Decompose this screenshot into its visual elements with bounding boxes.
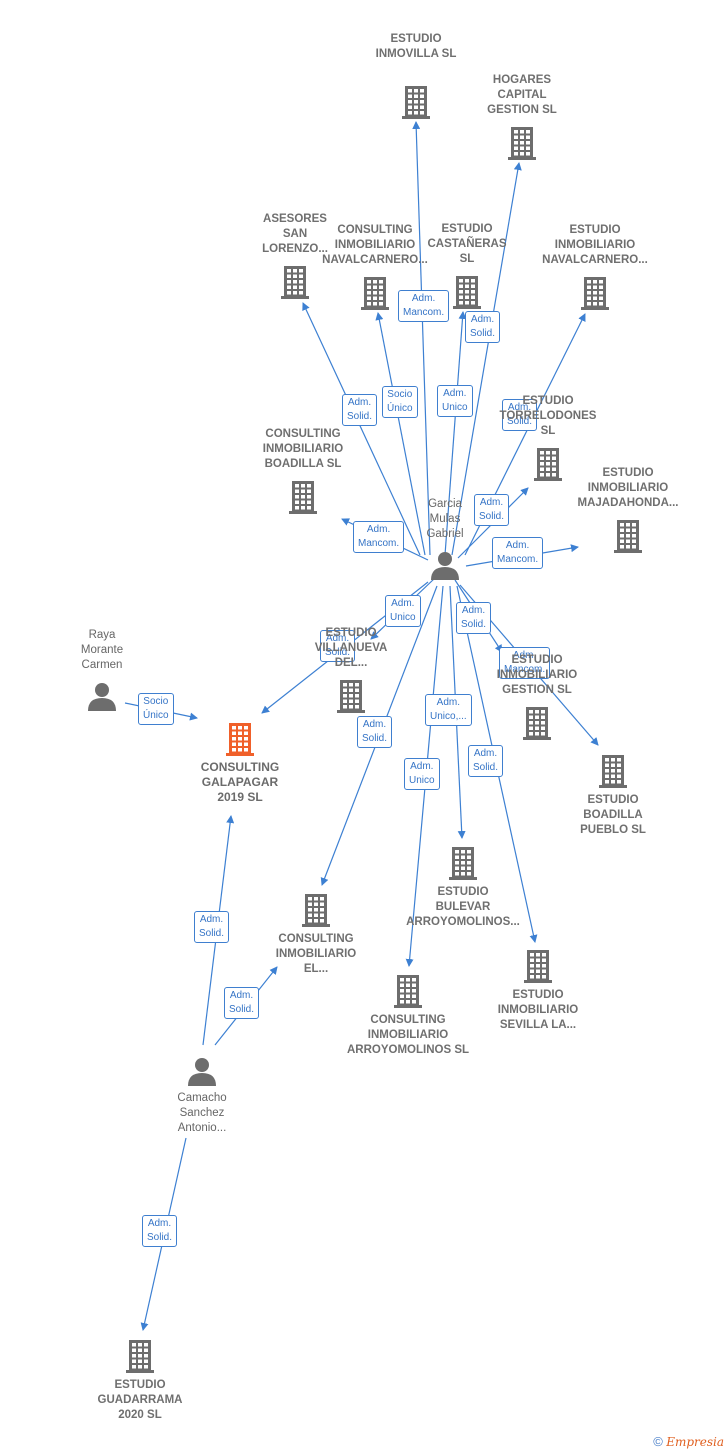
company-node-asesores-san-lorenzo[interactable] xyxy=(280,264,310,305)
person-icon xyxy=(88,683,116,711)
building-icon xyxy=(281,266,309,299)
footer-brand: © Empresia xyxy=(653,1434,724,1449)
relation-tag[interactable]: Adm. Mancom. xyxy=(492,537,544,569)
company-label[interactable]: CONSULTING INMOBILIARIO BOADILLA SL xyxy=(262,428,344,470)
building-icon xyxy=(394,975,422,1008)
company-label[interactable]: ESTUDIO INMOBILIARIO SEVILLA LA... xyxy=(497,989,579,1031)
building-icon xyxy=(226,723,254,756)
company-label[interactable]: CONSULTING INMOBILIARIO EL... xyxy=(275,933,357,975)
brand-name: Empresia xyxy=(666,1435,724,1449)
company-node-consulting-boadilla[interactable] xyxy=(288,479,318,520)
company-label[interactable]: ESTUDIO INMOBILIARIO NAVALCARNERO... xyxy=(542,224,648,266)
company-node-estudio-majadahonda[interactable] xyxy=(613,518,643,559)
company-node-estudio-guadarrama[interactable] xyxy=(125,1338,155,1379)
building-icon xyxy=(289,481,317,514)
company-label[interactable]: ASESORES SAN LORENZO... xyxy=(262,213,328,255)
relation-tag[interactable]: Adm. Solid. xyxy=(502,399,538,431)
building-icon xyxy=(302,894,330,927)
company-label[interactable]: ESTUDIO BOADILLA PUEBLO SL xyxy=(580,794,646,836)
person-icon xyxy=(188,1058,216,1086)
relation-tag[interactable]: Adm. Solid. xyxy=(468,745,504,777)
company-node-estudio-gestion[interactable] xyxy=(522,705,552,746)
company-node-estudio-inmovilla[interactable] xyxy=(401,84,431,125)
relation-tag[interactable]: Adm. Mancom. xyxy=(353,521,405,553)
company-node-estudio-sevilla[interactable] xyxy=(523,948,553,989)
building-icon xyxy=(523,707,551,740)
company-label[interactable]: ESTUDIO GUADARRAMA 2020 SL xyxy=(97,1379,183,1421)
company-label[interactable]: CONSULTING INMOBILIARIO NAVALCARNERO... xyxy=(322,224,428,266)
relation-tag[interactable]: Adm. Unico xyxy=(404,758,440,790)
relation-tag[interactable]: Adm. Solid. xyxy=(320,630,356,662)
relation-tag[interactable]: Adm. Mancom. xyxy=(398,290,450,322)
building-icon xyxy=(126,1340,154,1373)
relation-tag[interactable]: Adm. Unico xyxy=(385,595,421,627)
relation-tag[interactable]: Adm. Mancom. xyxy=(499,647,551,679)
building-icon xyxy=(449,847,477,880)
relation-tag[interactable]: Adm. Solid. xyxy=(342,394,378,426)
company-label[interactable]: ESTUDIO INMOBILIARIO MAJADAHONDA... xyxy=(577,467,679,509)
person-label[interactable]: Raya Morante Carmen xyxy=(80,629,124,671)
company-label[interactable]: ESTUDIO CASTAÑERAS SL xyxy=(427,223,507,265)
company-label[interactable]: HOGARES CAPITAL GESTION SL xyxy=(487,74,557,116)
relation-tag[interactable]: Adm. Solid. xyxy=(357,716,393,748)
person-node-garcia[interactable] xyxy=(430,551,460,586)
relation-tag[interactable]: Adm. Solid. xyxy=(474,494,510,526)
focus-company-node[interactable] xyxy=(225,721,255,762)
relation-tag[interactable]: Adm. Solid. xyxy=(465,311,501,343)
person-label[interactable]: Garcia Mulas Gabriel xyxy=(426,498,464,540)
person-icon xyxy=(431,552,459,580)
company-node-hogares-capital[interactable] xyxy=(507,125,537,166)
edge-line xyxy=(451,162,522,556)
company-node-estudio-boadilla-pueblo[interactable] xyxy=(598,753,628,794)
focus-company-label[interactable]: CONSULTING GALAPAGAR 2019 SL xyxy=(200,760,280,804)
edge-line xyxy=(302,302,421,556)
relation-tag[interactable]: Adm. Solid. xyxy=(142,1215,178,1247)
company-label[interactable]: ESTUDIO TORRELODONES SL xyxy=(499,395,597,437)
relation-tag[interactable]: Adm. Unico,... xyxy=(425,694,472,726)
relation-tag[interactable]: Adm. Solid. xyxy=(456,602,492,634)
company-node-estudio-torrelodones[interactable] xyxy=(533,446,563,487)
edge-line xyxy=(444,311,467,556)
company-node-estudio-castaneras[interactable] xyxy=(452,274,482,315)
building-icon xyxy=(524,950,552,983)
relation-tag[interactable]: Adm. Unico xyxy=(437,385,473,417)
company-node-consulting-el[interactable] xyxy=(301,892,331,933)
building-icon xyxy=(614,520,642,553)
building-icon xyxy=(453,276,481,309)
company-node-estudio-villanueva[interactable] xyxy=(336,678,366,719)
company-node-consulting-arroyomolinos[interactable] xyxy=(393,973,423,1014)
company-node-estudio-bulevar[interactable] xyxy=(448,845,478,886)
relation-tag[interactable]: Adm. Solid. xyxy=(194,911,230,943)
company-node-consulting-navalcarnero[interactable] xyxy=(360,275,390,316)
building-icon xyxy=(581,277,609,310)
building-icon xyxy=(361,277,389,310)
building-icon xyxy=(337,680,365,713)
relation-tag[interactable]: Socio Único xyxy=(138,693,174,725)
company-node-estudio-navalcarnero[interactable] xyxy=(580,275,610,316)
company-label[interactable]: ESTUDIO VILLANUEVA DEL... xyxy=(314,627,388,669)
relation-tag[interactable]: Socio Único xyxy=(382,386,418,418)
edge-line xyxy=(375,312,426,556)
building-icon xyxy=(402,86,430,119)
edge-line xyxy=(412,121,431,556)
relation-tag[interactable]: Adm. Solid. xyxy=(224,987,260,1019)
company-label[interactable]: ESTUDIO INMOVILLA SL xyxy=(375,33,457,60)
building-icon xyxy=(508,127,536,160)
company-label[interactable]: ESTUDIO INMOBILIARIO GESTION SL xyxy=(496,654,578,696)
company-label[interactable]: CONSULTING INMOBILIARIO ARROYOMOLINOS SL xyxy=(346,1014,470,1056)
person-label[interactable]: Camacho Sanchez Antonio... xyxy=(177,1092,227,1134)
building-icon xyxy=(534,448,562,481)
person-node-camacho[interactable] xyxy=(187,1057,217,1092)
building-icon xyxy=(599,755,627,788)
copyright-symbol: © xyxy=(653,1434,663,1449)
company-label[interactable]: ESTUDIO BULEVAR ARROYOMOLINOS... xyxy=(406,886,520,928)
person-node-raya[interactable] xyxy=(87,682,117,717)
